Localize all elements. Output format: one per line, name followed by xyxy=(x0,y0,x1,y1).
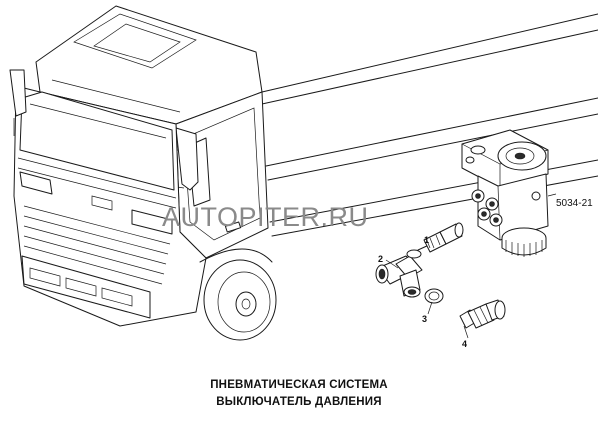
callout-2: 2 xyxy=(378,254,383,264)
watermark: AUTOPITER.RU xyxy=(162,202,369,232)
caption-line-2: ВЫКЛЮЧАТЕЛЬ ДАВЛЕНИЯ xyxy=(216,396,382,408)
callout-4: 4 xyxy=(462,339,467,349)
truck-illustration xyxy=(9,5,598,341)
adapter-fitting-part-1 xyxy=(417,222,464,253)
tee-fitting-part-2 xyxy=(375,249,423,298)
callout-1: 1 xyxy=(424,235,429,245)
reference-code: 5034-21 xyxy=(556,198,593,209)
sealing-ring-part-3 xyxy=(424,288,444,304)
pressure-switch-part-4 xyxy=(459,299,506,329)
valve-assembly xyxy=(461,129,549,257)
caption-line-1: ПНЕВМАТИЧЕСКАЯ СИСТЕМА xyxy=(210,379,388,391)
callout-3: 3 xyxy=(422,314,427,324)
leader-lines xyxy=(385,193,557,339)
